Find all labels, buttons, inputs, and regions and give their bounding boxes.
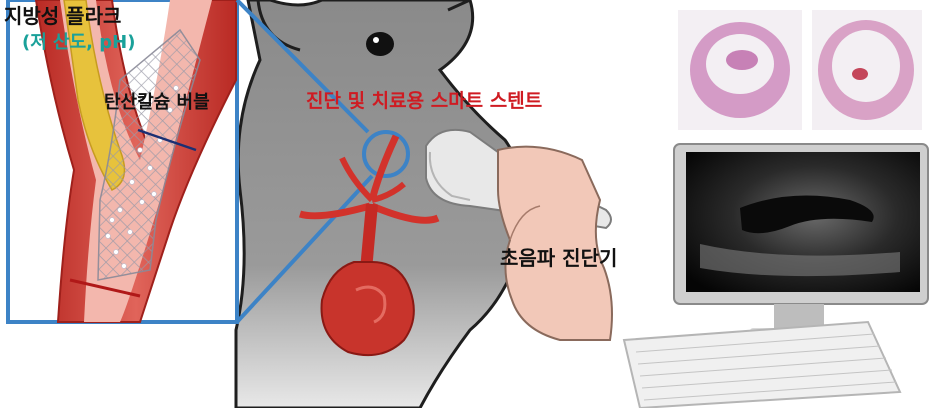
smart-stent-label: 진단 및 치료용 스마트 스텐트 <box>306 92 542 111</box>
plaque-label: 지방성 플라크 <box>4 6 121 26</box>
bubble-label: 탄산칼슘 버블 <box>104 94 210 112</box>
keyboard-illustration <box>624 322 900 408</box>
histology-images <box>678 10 922 130</box>
plaque-condition-label: (저 산도, pH) <box>22 34 135 52</box>
ultrasound-monitor <box>674 144 928 336</box>
ultrasound-label: 초음파 진단기 <box>500 248 617 268</box>
